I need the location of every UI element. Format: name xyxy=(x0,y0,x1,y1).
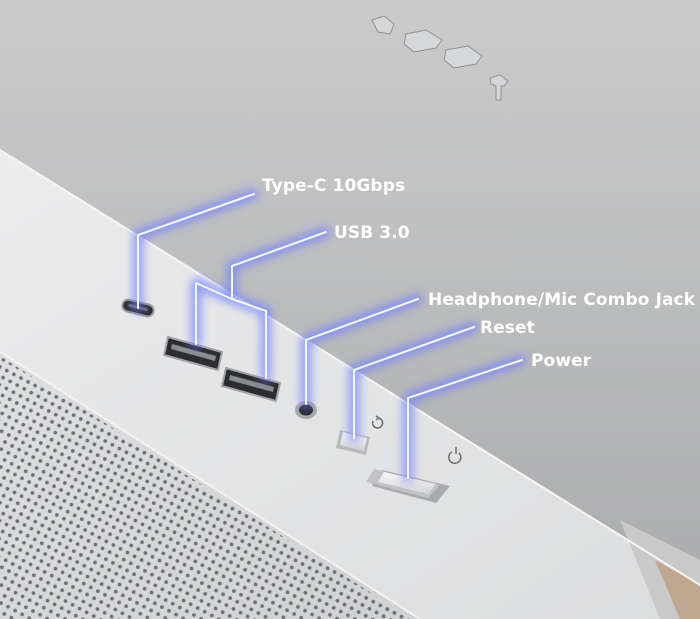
label-audio-jack: Headphone/Mic Combo Jack xyxy=(428,290,696,310)
callout-lines xyxy=(137,193,523,479)
label-reset: Reset xyxy=(480,318,535,338)
label-usb3: USB 3.0 xyxy=(334,223,410,243)
usb3-port-1 xyxy=(162,335,224,372)
label-power: Power xyxy=(531,351,592,371)
reset-icon xyxy=(371,415,384,429)
power-button xyxy=(366,469,450,503)
power-icon xyxy=(448,447,462,465)
audio-jack xyxy=(295,401,317,419)
dust-plugs xyxy=(371,15,509,101)
label-type-c: Type-C 10Gbps xyxy=(262,176,405,196)
